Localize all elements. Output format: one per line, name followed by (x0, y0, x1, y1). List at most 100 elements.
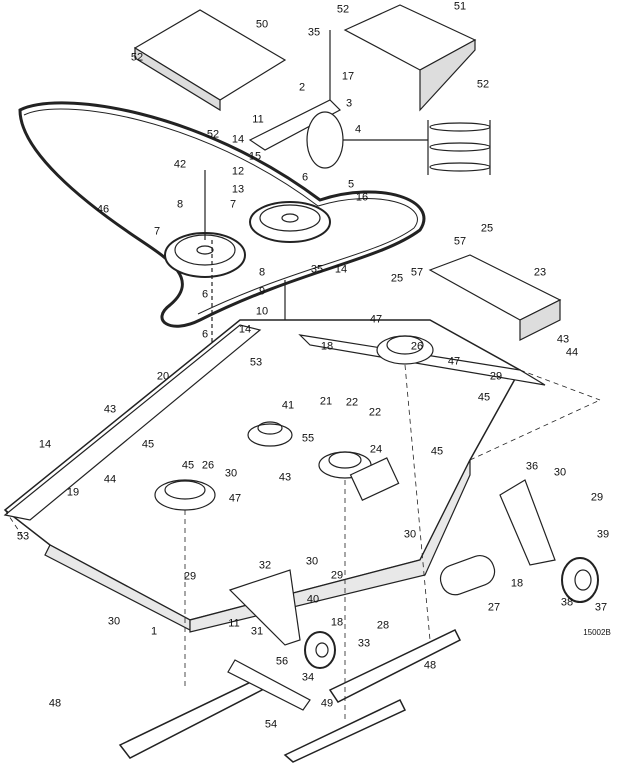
callout-label: 48 (423, 659, 437, 672)
callout-label: 45 (430, 445, 444, 458)
figure-code: 15002B (583, 628, 611, 637)
callout-label: 53 (249, 356, 263, 369)
blade-49 (283, 699, 407, 763)
callout-label: 52 (336, 3, 350, 16)
callout-label: 45 (141, 438, 155, 451)
callout-label: 18 (330, 616, 344, 629)
callout-label: 45 (181, 459, 195, 472)
callout-label: 7 (153, 225, 161, 238)
callout-label: 50 (255, 18, 269, 31)
callout-label: 31 (250, 625, 264, 638)
callout-label: 51 (453, 0, 467, 13)
callout-label: 20 (156, 370, 170, 383)
callout-label: 57 (410, 266, 424, 279)
callout-label: 22 (368, 406, 382, 419)
callout-label: 33 (357, 637, 371, 650)
callout-label: 52 (476, 78, 490, 91)
callout-label: 11 (228, 617, 240, 630)
callout-label: 19 (66, 486, 80, 499)
pulley-7-right (249, 201, 331, 243)
callout-label: 2 (298, 81, 306, 94)
callout-label: 30 (553, 466, 567, 479)
callout-label: 44 (565, 346, 579, 359)
callout-label: 34 (301, 671, 315, 684)
callout-label: 23 (533, 266, 547, 279)
callout-label: 11 (252, 113, 264, 126)
callout-label: 25 (480, 222, 494, 235)
callout-label: 18 (320, 340, 334, 353)
callout-label: 21 (319, 395, 333, 408)
callout-label: 41 (281, 399, 295, 412)
callout-label: 42 (173, 158, 187, 171)
callout-label: 35 (307, 26, 321, 39)
spindle-26-left (154, 479, 216, 511)
callout-label: 56 (275, 655, 289, 668)
caster-arm-36 (499, 479, 556, 566)
spindle-26-right (376, 335, 434, 365)
callout-label: 43 (278, 471, 292, 484)
callout-label: 47 (447, 355, 461, 368)
callout-label: 7 (229, 198, 237, 211)
callout-label: 18 (510, 577, 524, 590)
callout-label: 30 (305, 555, 319, 568)
callout-label: 4 (354, 123, 362, 136)
callout-label: 47 (369, 313, 383, 326)
callout-label: 24 (369, 443, 383, 456)
callout-label: 6 (301, 171, 309, 184)
callout-label: 30 (107, 615, 121, 628)
callout-label: 57 (453, 235, 467, 248)
mower-deck (3, 319, 546, 633)
callout-label: 29 (489, 370, 503, 383)
callout-label: 9 (258, 285, 266, 298)
callout-label: 13 (231, 183, 245, 196)
bracket-32 (228, 569, 301, 646)
wheel-37 (561, 557, 599, 603)
callout-label: 8 (258, 266, 266, 279)
callout-label: 52 (130, 51, 144, 64)
callout-label: 27 (487, 601, 501, 614)
callout-label: 39 (596, 528, 610, 541)
callout-label: 26 (201, 459, 215, 472)
callout-label: 6 (201, 328, 209, 341)
callout-label: 48 (48, 697, 62, 710)
callout-label: 36 (525, 460, 539, 473)
callout-label: 22 (345, 396, 359, 409)
callout-label: 8 (176, 198, 184, 211)
callout-label: 29 (183, 570, 197, 583)
callout-label: 32 (258, 559, 272, 572)
belt-46 (18, 101, 426, 328)
callout-label: 47 (228, 492, 242, 505)
wheel-33 (304, 631, 336, 669)
callout-label: 6 (201, 288, 209, 301)
callout-label: 38 (560, 596, 574, 609)
callout-label: 3 (345, 97, 353, 110)
callout-label: 30 (403, 528, 417, 541)
callout-label: 28 (376, 619, 390, 632)
callout-label: 46 (96, 203, 110, 216)
callout-label: 54 (264, 718, 278, 731)
callout-label: 12 (231, 165, 245, 178)
callout-label: 26 (410, 340, 424, 353)
callout-label: 35 (310, 263, 324, 276)
callout-label: 10 (255, 305, 269, 318)
callout-label: 43 (556, 333, 570, 346)
callout-label: 5 (347, 178, 355, 191)
callout-label: 44 (103, 473, 117, 486)
callout-label: 25 (390, 272, 404, 285)
callout-label: 37 (594, 601, 608, 614)
callout-label: 1 (150, 625, 158, 638)
callout-label: 14 (231, 133, 245, 146)
callout-label: 14 (38, 438, 52, 451)
spindle-41 (247, 421, 293, 447)
callout-label: 43 (103, 403, 117, 416)
callout-label: 30 (224, 467, 238, 480)
callout-label: 16 (355, 191, 369, 204)
callout-label: 45 (477, 391, 491, 404)
callout-label: 52 (206, 128, 220, 141)
blade-48-left (118, 679, 264, 759)
cover-50 (133, 9, 287, 112)
roller-27 (439, 555, 496, 596)
idler-arm (248, 99, 491, 175)
callout-label: 14 (334, 263, 348, 276)
